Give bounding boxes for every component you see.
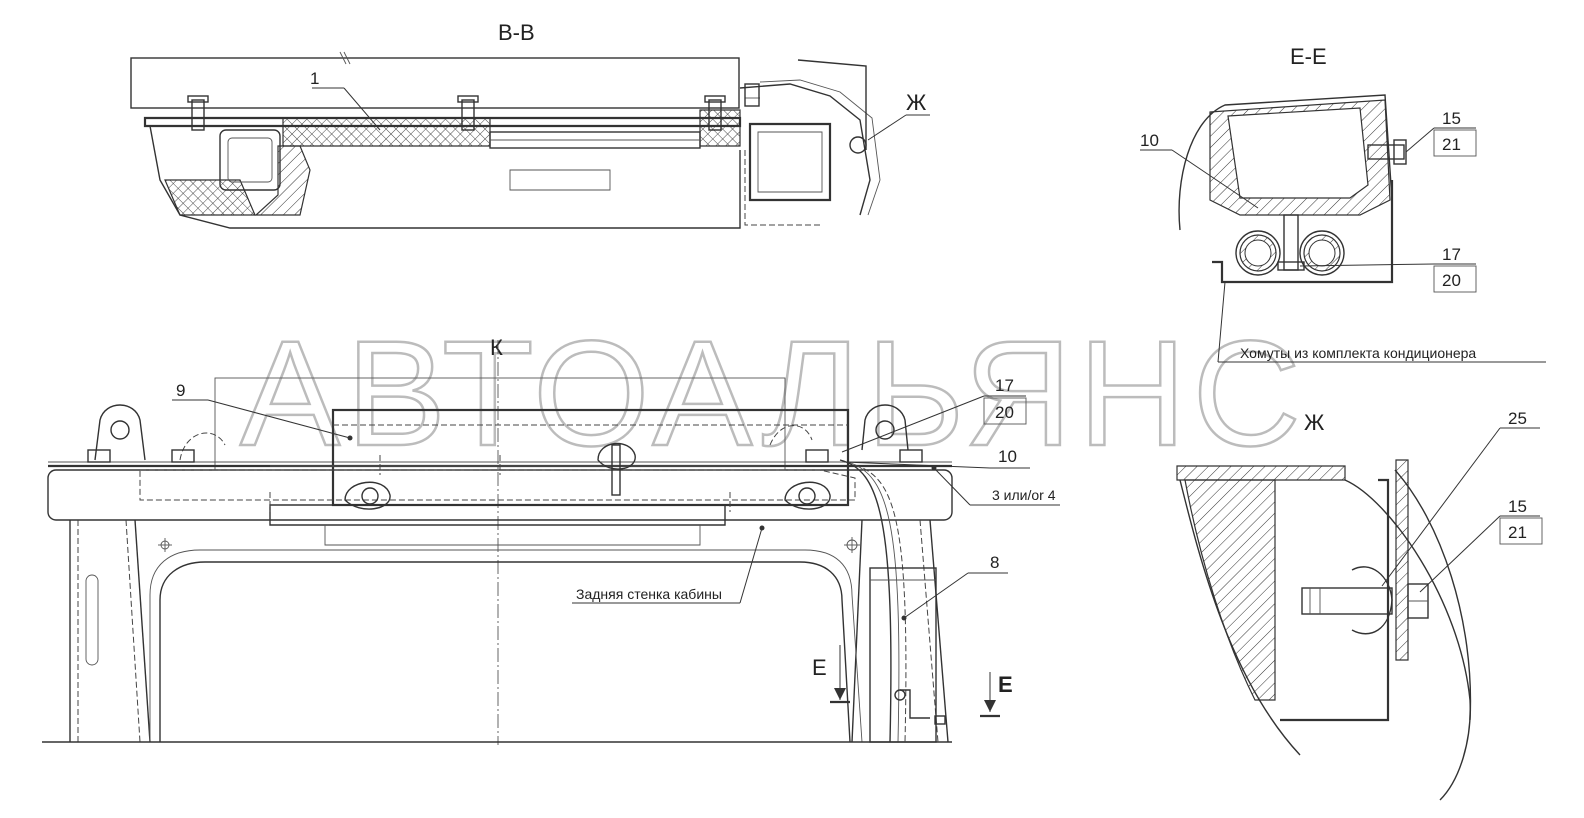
section-label-e-left: Е — [812, 655, 827, 680]
main-view-cabin: К — [42, 335, 1060, 745]
clamp-center-icon — [597, 442, 636, 496]
view-title-ee: Е-Е — [1290, 44, 1327, 69]
callout-3-or-4: 3 или/or 4 — [992, 487, 1056, 503]
view-title-bb: В-В — [498, 20, 535, 45]
callout-17-ee: 17 — [1442, 245, 1461, 264]
lifting-eye-right-icon — [861, 404, 909, 451]
bolt-icon — [187, 95, 209, 131]
callout-25: 25 — [1508, 409, 1527, 428]
section-label-e-right: Е — [998, 672, 1013, 697]
crosshair-icon — [158, 538, 172, 552]
callout-15-ee: 15 — [1442, 109, 1461, 128]
section-view-ee: Е-Е 15 21 17 20 10 Хому — [1140, 44, 1546, 363]
view-title-zh: Ж — [1304, 410, 1325, 435]
note-clamps: Хомуты из комплекта кондиционера — [1240, 345, 1476, 361]
section-mark-e-left: Е — [812, 645, 850, 704]
lifting-eye-left-icon — [94, 404, 146, 461]
bolt-icon — [704, 95, 726, 131]
callout-17-main: 17 — [995, 376, 1014, 395]
detail-view-zh: Ж 25 15 21 — [1176, 409, 1543, 801]
view-ref-zh: Ж — [906, 90, 927, 115]
callout-10-ee: 10 — [1140, 131, 1159, 150]
section-view-bb: В-В — [130, 20, 930, 229]
callout-20-main: 20 — [995, 403, 1014, 422]
callout-15-zh: 15 — [1508, 497, 1527, 516]
section-mark-e-right: Е — [980, 672, 1013, 718]
callout-9: 9 — [176, 381, 185, 400]
bolt-icon — [457, 95, 479, 131]
callout-8: 8 — [990, 553, 999, 572]
callout-21-ee: 21 — [1442, 135, 1461, 154]
callout-10-main: 10 — [998, 447, 1017, 466]
clamp-left-icon — [344, 481, 391, 510]
watermark-text: АВТОАЛЬЯНС — [240, 309, 1307, 477]
callout-1: 1 — [310, 69, 319, 88]
note-rear-wall: Задняя стенка кабины — [576, 586, 722, 602]
callout-21-zh: 21 — [1508, 523, 1527, 542]
callout-20-ee: 20 — [1442, 271, 1461, 290]
crosshair-icon — [844, 537, 860, 553]
view-title-k: К — [490, 335, 503, 360]
clamp-right-icon — [784, 481, 831, 510]
